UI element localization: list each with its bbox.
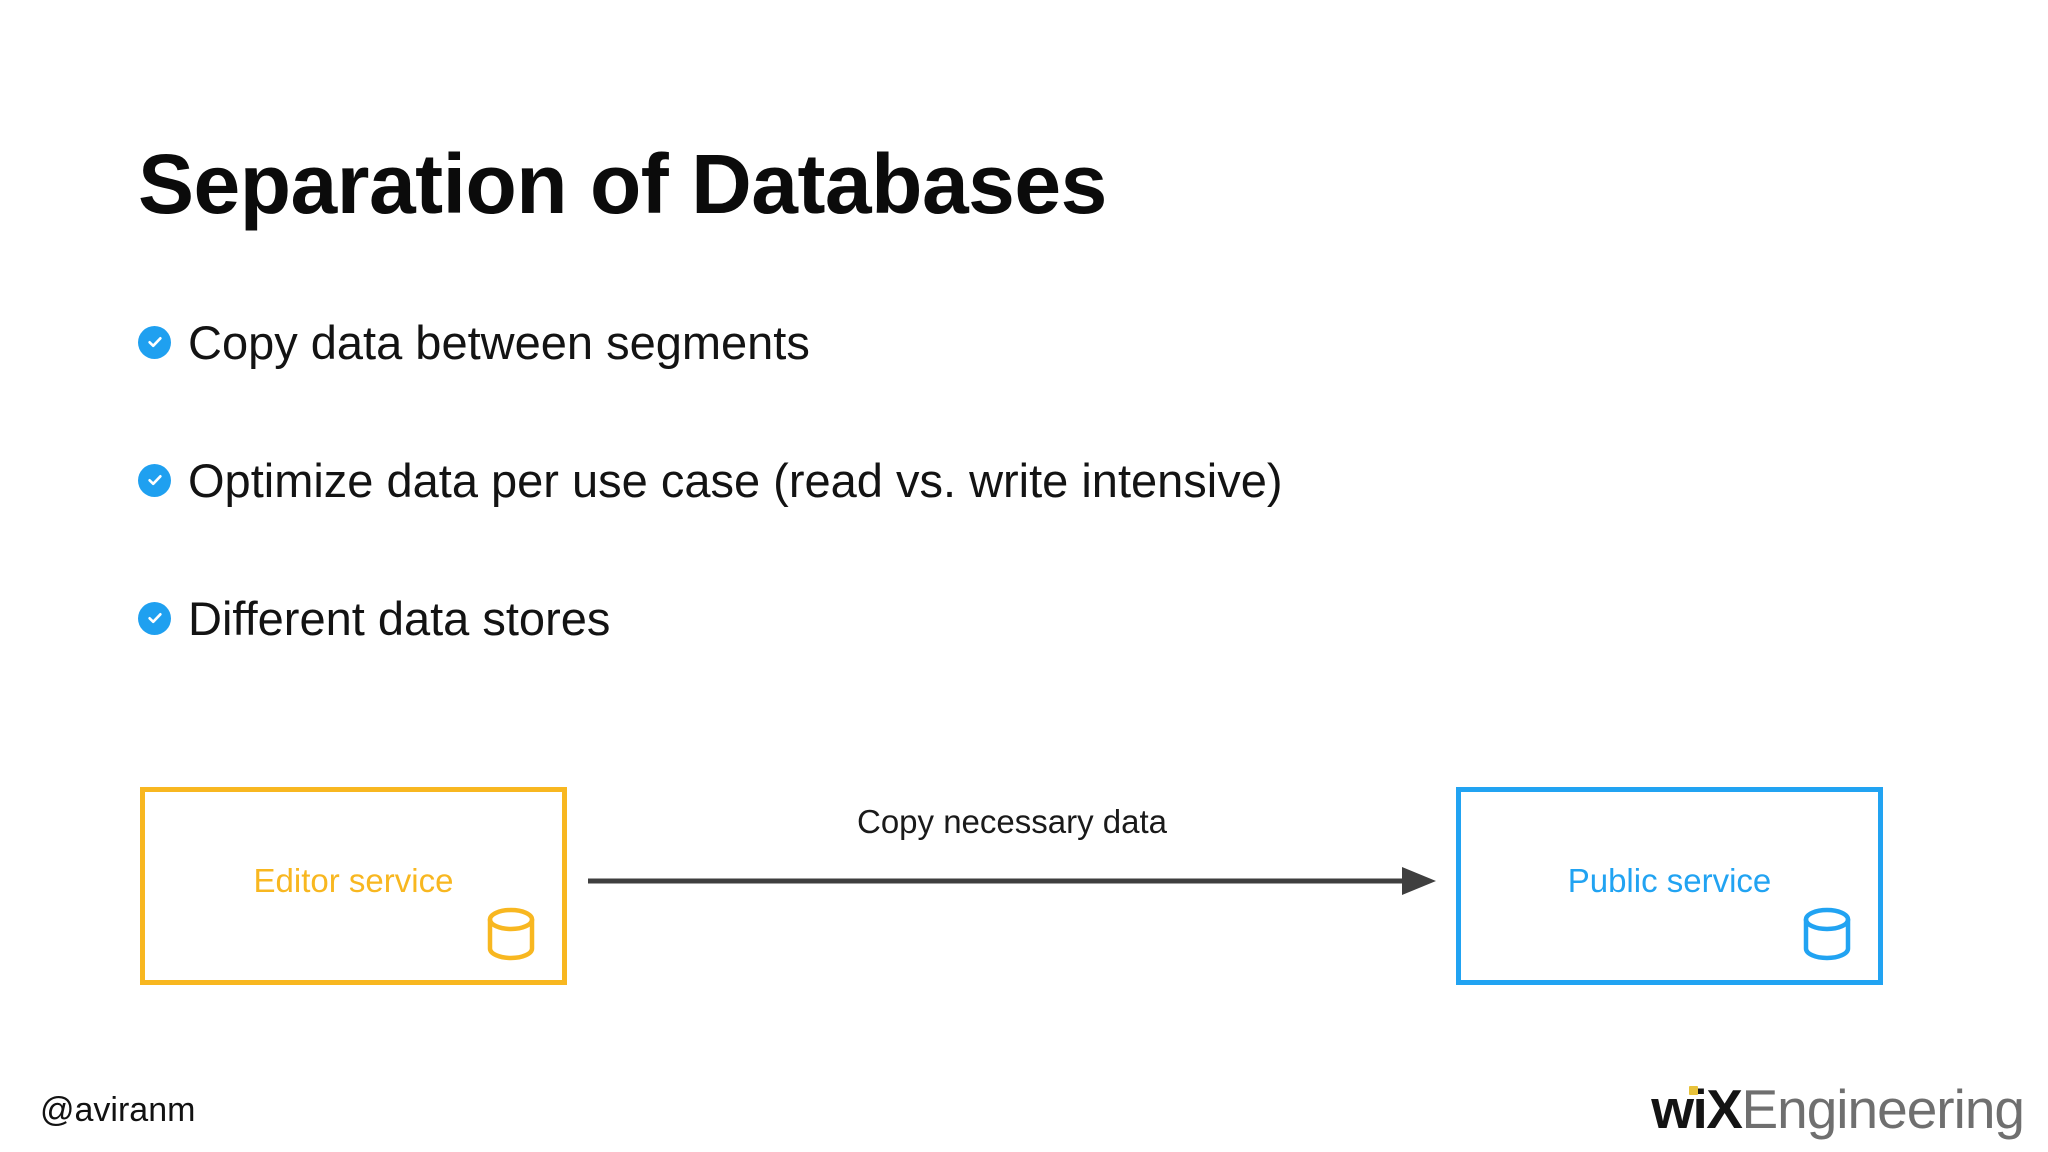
wix-engineering-logo: wiX Engineering: [1651, 1078, 2025, 1140]
author-handle: @aviranm: [40, 1091, 196, 1129]
list-item: Optimize data per use case (read vs. wri…: [138, 450, 1888, 510]
diagram-node-label: Public service: [1567, 862, 1772, 899]
list-item-label: Optimize data per use case (read vs. wri…: [188, 453, 1283, 507]
database-cylinder-icon: [485, 906, 537, 962]
list-item: Different data stores: [138, 588, 1888, 648]
database-cylinder-icon: [1801, 906, 1853, 962]
page-title: Separation of Databases: [138, 137, 1107, 231]
diagram-node-public-service: Public service: [1456, 787, 1883, 985]
diagram-node-label: Editor service: [253, 862, 454, 899]
bullet-list: Copy data between segments Optimize data…: [138, 312, 1888, 648]
diagram-edge-label: Copy necessary data: [856, 803, 1167, 840]
check-circle-icon: [138, 601, 171, 635]
arrow-right-icon: [584, 856, 1444, 906]
list-item-label: Different data stores: [188, 591, 611, 645]
engineering-wordmark: Engineering: [1741, 1078, 2025, 1140]
list-item: Copy data between segments: [138, 312, 1888, 372]
check-circle-icon: [138, 325, 171, 359]
list-item-label: Copy data between segments: [188, 315, 810, 369]
check-circle-icon: [138, 463, 171, 497]
wix-wordmark: wiX: [1651, 1082, 1743, 1137]
diagram-node-editor-service: Editor service: [140, 787, 567, 985]
wix-logo-dot-icon: [1689, 1086, 1699, 1095]
